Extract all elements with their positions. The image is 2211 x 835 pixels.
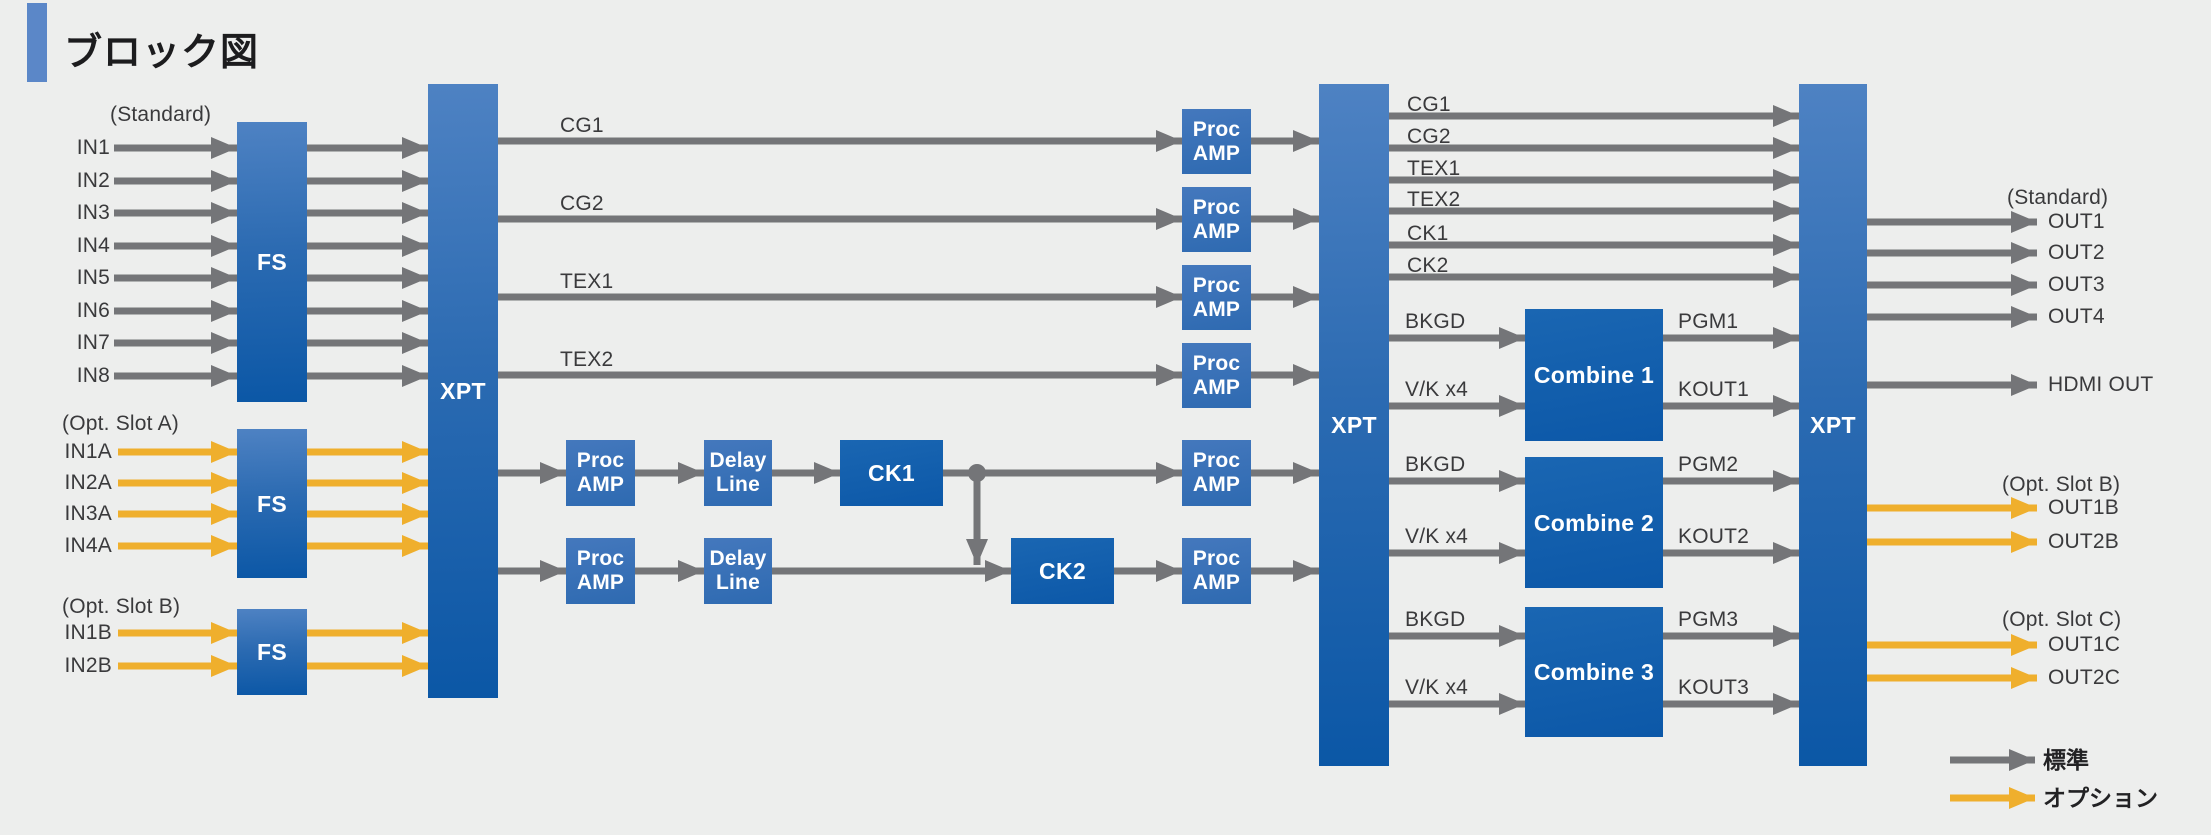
junction-dot (968, 464, 986, 482)
input-label-in4a: IN4A (64, 534, 112, 557)
output-label-hdmi: HDMI OUT (2048, 373, 2154, 396)
combine2-block: Combine 2 (1525, 457, 1663, 588)
combine1-bkgd-label: BKGD (1405, 310, 1466, 333)
output-label-out2b: OUT2B (2048, 530, 2120, 553)
kout3-label: KOUT3 (1678, 676, 1750, 699)
bus2-label-ck2: CK2 (1407, 254, 1449, 277)
input-label-in7: IN7 (76, 331, 110, 354)
pgm1-label: PGM1 (1678, 310, 1739, 333)
ck2-block: CK2 (1011, 538, 1114, 604)
standard-inputs-header: (Standard) (110, 103, 212, 126)
xpt-block-1: XPT (428, 84, 498, 698)
pgm3-label: PGM3 (1678, 608, 1739, 631)
ck1-block: CK1 (840, 440, 943, 506)
xpt-block-3: XPT (1799, 84, 1867, 766)
fs-block-opt-a: FS (237, 429, 307, 578)
kout1-label: KOUT1 (1678, 378, 1750, 401)
bus2-label-tex1: TEX1 (1407, 157, 1461, 180)
output-label-out1: OUT1 (2048, 210, 2105, 233)
output-label-out2c: OUT2C (2048, 666, 2121, 689)
bus2-label-tex2: TEX2 (1407, 188, 1461, 211)
legend-option-label: オプション (2043, 785, 2158, 811)
input-label-in1b: IN1B (64, 621, 112, 644)
bus-label-tex2: TEX2 (560, 348, 614, 371)
input-label-in6: IN6 (76, 299, 110, 322)
input-label-in1: IN1 (76, 136, 110, 159)
input-label-in3: IN3 (76, 201, 110, 224)
output-label-out4: OUT4 (2048, 305, 2105, 328)
output-label-out2: OUT2 (2048, 241, 2105, 264)
combine2-vk-label: V/K x4 (1405, 525, 1469, 548)
opt-slot-b-out-header: (Opt. Slot B) (2002, 473, 2121, 496)
pgm2-label: PGM2 (1678, 453, 1739, 476)
bus2-label-cg1: CG1 (1407, 93, 1451, 116)
input-label-in2: IN2 (76, 169, 110, 192)
legend-standard-label: 標準 (2043, 747, 2089, 773)
input-label-in8: IN8 (76, 364, 110, 387)
combine1-vk-label: V/K x4 (1405, 378, 1469, 401)
bus-label-cg1: CG1 (560, 114, 604, 137)
combine3-block: Combine 3 (1525, 607, 1663, 737)
combine3-bkgd-label: BKGD (1405, 608, 1466, 631)
standard-connectors (114, 105, 2037, 771)
input-label-in3a: IN3A (64, 502, 112, 525)
output-label-out1c: OUT1C (2048, 633, 2121, 656)
xpt-block-2: XPT (1319, 84, 1389, 766)
kout2-label: KOUT2 (1678, 525, 1750, 548)
fs-block-standard: FS (237, 122, 307, 402)
combine2-bkgd-label: BKGD (1405, 453, 1466, 476)
combine1-block: Combine 1 (1525, 309, 1663, 441)
page-title: ブロック図 (64, 32, 260, 74)
bus-label-cg2: CG2 (560, 192, 604, 215)
fs-block-opt-b: FS (237, 609, 307, 695)
input-label-in1a: IN1A (64, 440, 112, 463)
input-label-in5: IN5 (76, 266, 110, 289)
output-label-out3: OUT3 (2048, 273, 2105, 296)
input-label-in2a: IN2A (64, 471, 112, 494)
opt-slot-c-out-header: (Opt. Slot C) (2002, 608, 2122, 631)
title-accent-bar (27, 3, 47, 82)
opt-slot-b-header: (Opt. Slot B) (62, 595, 181, 618)
opt-slot-a-header: (Opt. Slot A) (62, 412, 179, 435)
input-label-in4: IN4 (76, 234, 110, 257)
bus-label-tex1: TEX1 (560, 270, 614, 293)
bus2-label-cg2: CG2 (1407, 125, 1451, 148)
bus2-label-ck1: CK1 (1407, 222, 1449, 245)
option-connectors (118, 441, 2037, 809)
input-label-in2b: IN2B (64, 654, 112, 677)
output-label-out1b: OUT1B (2048, 496, 2120, 519)
combine3-vk-label: V/K x4 (1405, 676, 1469, 699)
standard-outputs-header: (Standard) (2007, 186, 2109, 209)
